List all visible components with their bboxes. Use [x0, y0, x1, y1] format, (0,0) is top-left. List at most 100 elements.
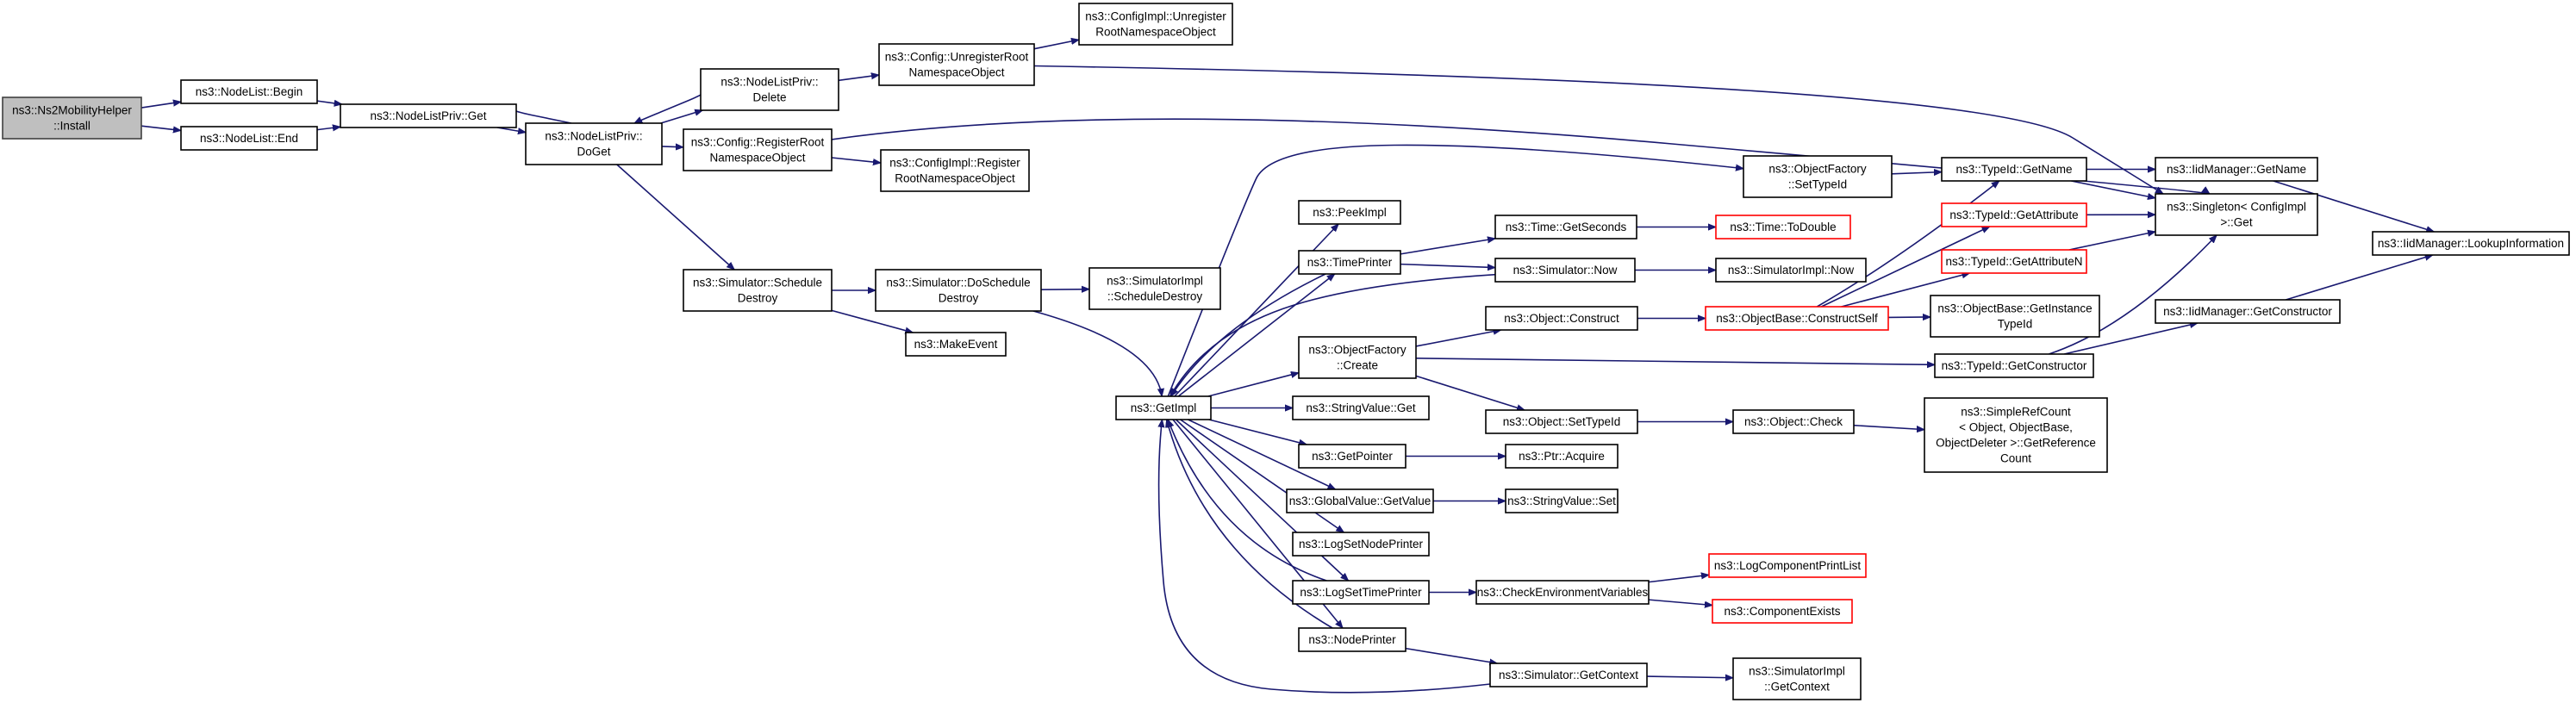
- node-n32[interactable]: ns3::Simulator::GetContext: [1489, 663, 1648, 687]
- node-n10[interactable]: ns3::Simulator::ScheduleDestroy: [683, 269, 833, 312]
- node-label: ns3::GetPointer: [1312, 450, 1393, 463]
- node-n22[interactable]: ns3::LogSetTimePrinter: [1292, 580, 1430, 605]
- node-n40[interactable]: ns3::TypeId::GetName: [1941, 157, 2087, 182]
- node-label: ns3::NodeList::End: [200, 132, 298, 145]
- node-n35[interactable]: ns3::ObjectBase::ConstructSelf: [1705, 306, 1889, 331]
- node-label: ns3::Config::UnregisterRoot: [885, 51, 1029, 64]
- node-label: ::Install: [53, 120, 90, 133]
- node-box: [880, 149, 1030, 192]
- node-n28[interactable]: ns3::Object::SetTypeId: [1485, 409, 1638, 434]
- node-label: ns3::NodeList::Begin: [196, 85, 303, 98]
- node-box: [1298, 627, 1407, 652]
- node-box: [1743, 155, 1893, 198]
- node-n21[interactable]: ns3::LogSetNodePrinter: [1292, 532, 1430, 557]
- node-label: ::ScheduleDestroy: [1107, 290, 1203, 303]
- node-box: [700, 68, 839, 111]
- node-label: ns3::StringValue::Get: [1306, 401, 1416, 414]
- node-n30[interactable]: ns3::StringValue::Set: [1505, 488, 1619, 513]
- node-n18[interactable]: ns3::StringValue::Get: [1292, 395, 1430, 420]
- edge-n10-to-n13: [831, 309, 913, 333]
- node-n36[interactable]: ns3::Object::Check: [1732, 409, 1855, 434]
- edge-n5-to-n6: [838, 75, 879, 82]
- node-n13[interactable]: ns3::MakeEvent: [905, 332, 1007, 357]
- node-n4[interactable]: ns3::NodeListPriv::DoGet: [525, 122, 663, 165]
- node-n1[interactable]: ns3::NodeList::Begin: [180, 79, 318, 104]
- node-n31[interactable]: ns3::CheckEnvironmentVariables: [1475, 580, 1650, 605]
- node-label: ns3::NodePrinter: [1308, 633, 1396, 646]
- node-box: [1286, 488, 1434, 513]
- node-n25[interactable]: ns3::Time::GetSeconds: [1494, 215, 1637, 240]
- node-label: ns3::IidManager::GetConstructor: [2163, 305, 2332, 318]
- node-label: ns3::PeekImpl: [1313, 206, 1387, 219]
- node-n38[interactable]: ns3::ComponentExists: [1712, 599, 1853, 624]
- edge-n14-to-n16: [1177, 274, 1334, 397]
- edge-n16-to-n25: [1400, 239, 1495, 255]
- node-label: ns3::Config::RegisterRoot: [691, 136, 825, 149]
- node-label: ::Create: [1337, 359, 1378, 372]
- edge-n32-to-n14: [1159, 420, 1491, 694]
- node-n41[interactable]: ns3::TypeId::GetAttribute: [1941, 202, 2087, 227]
- node-n20[interactable]: ns3::GlobalValue::GetValue: [1286, 488, 1434, 513]
- node-n0[interactable]: ns3::Ns2MobilityHelper::Install: [2, 96, 142, 140]
- node-n29[interactable]: ns3::Ptr::Acquire: [1505, 444, 1619, 469]
- node-n48[interactable]: ns3::IidManager::GetConstructor: [2155, 299, 2341, 324]
- node-box: [2155, 299, 2341, 324]
- node-box: [1298, 444, 1407, 469]
- node-n14[interactable]: ns3::GetImpl: [1115, 395, 1212, 420]
- node-n5[interactable]: ns3::NodeListPriv::Delete: [700, 68, 839, 111]
- edge-n17-to-n28: [1415, 375, 1525, 410]
- node-n3[interactable]: ns3::NodeListPriv::Get: [340, 103, 517, 128]
- node-n24[interactable]: ns3::ObjectFactory::SetTypeId: [1743, 155, 1893, 198]
- node-n15[interactable]: ns3::PeekImpl: [1298, 200, 1401, 225]
- edge-n42-to-n47: [2068, 232, 2155, 251]
- edge-n40-to-n47: [2071, 180, 2155, 198]
- edge-n31-to-n37: [1648, 575, 1709, 583]
- node-n17[interactable]: ns3::ObjectFactory::Create: [1298, 336, 1417, 379]
- node-n45[interactable]: ns3::SimpleRefCount< Object, ObjectBase,…: [1924, 397, 2108, 473]
- node-n33[interactable]: ns3::Time::ToDouble: [1715, 215, 1851, 240]
- node-n46[interactable]: ns3::IidManager::GetName: [2155, 157, 2318, 182]
- edge-n6-to-n7: [1033, 40, 1079, 50]
- node-label: ns3::IidManager::LookupInformation: [2378, 237, 2564, 250]
- node-n23[interactable]: ns3::NodePrinter: [1298, 627, 1407, 652]
- node-n44[interactable]: ns3::TypeId::GetConstructor: [1934, 353, 2094, 378]
- node-label: ns3::TypeId::GetConstructor: [1942, 359, 2087, 372]
- node-box: [1941, 249, 2087, 274]
- node-box: [1941, 157, 2087, 182]
- node-label: ns3::LogComponentPrintList: [1714, 559, 1862, 572]
- edge-n35-to-n41: [1821, 226, 1989, 308]
- node-label: ns3::Ptr::Acquire: [1519, 450, 1605, 463]
- node-n19[interactable]: ns3::GetPointer: [1298, 444, 1407, 469]
- node-n49[interactable]: ns3::IidManager::LookupInformation: [2372, 231, 2570, 256]
- node-box: [1934, 353, 2094, 378]
- node-n26[interactable]: ns3::Simulator::Now: [1494, 258, 1636, 283]
- node-box: [1494, 215, 1637, 240]
- node-n34[interactable]: ns3::SimulatorImpl::Now: [1715, 258, 1867, 283]
- node-box: [1494, 258, 1636, 283]
- node-box: [1715, 215, 1851, 240]
- node-n42[interactable]: ns3::TypeId::GetAttributeN: [1941, 249, 2087, 274]
- node-box: [1292, 532, 1430, 557]
- node-n6[interactable]: ns3::Config::UnregisterRootNamespaceObje…: [878, 43, 1035, 86]
- node-n27[interactable]: ns3::Object::Construct: [1485, 306, 1638, 331]
- node-n37[interactable]: ns3::LogComponentPrintList: [1708, 553, 1867, 578]
- node-n9[interactable]: ns3::ConfigImpl::RegisterRootNamespaceOb…: [880, 149, 1030, 192]
- node-label: ns3::ObjectFactory: [1308, 344, 1407, 357]
- node-box: [180, 126, 318, 151]
- node-n7[interactable]: ns3::ConfigImpl::UnregisterRootNamespace…: [1078, 3, 1233, 46]
- node-n39[interactable]: ns3::SimulatorImpl::GetContext: [1732, 657, 1862, 700]
- node-label: ns3::ObjectBase::GetInstance: [1937, 302, 2092, 315]
- node-n16[interactable]: ns3::TimePrinter: [1298, 250, 1401, 275]
- node-box: [1292, 580, 1430, 605]
- node-box: [683, 269, 833, 312]
- node-n12[interactable]: ns3::SimulatorImpl::ScheduleDestroy: [1088, 267, 1221, 310]
- node-n2[interactable]: ns3::NodeList::End: [180, 126, 318, 151]
- edge-n11-to-n14: [1032, 310, 1162, 396]
- node-label: ns3::Simulator::Now: [1513, 264, 1618, 277]
- edge-n44-to-n47: [2049, 235, 2217, 355]
- node-box: [1485, 409, 1638, 434]
- node-n47[interactable]: ns3::Singleton< ConfigImpl >::Get: [2155, 193, 2318, 236]
